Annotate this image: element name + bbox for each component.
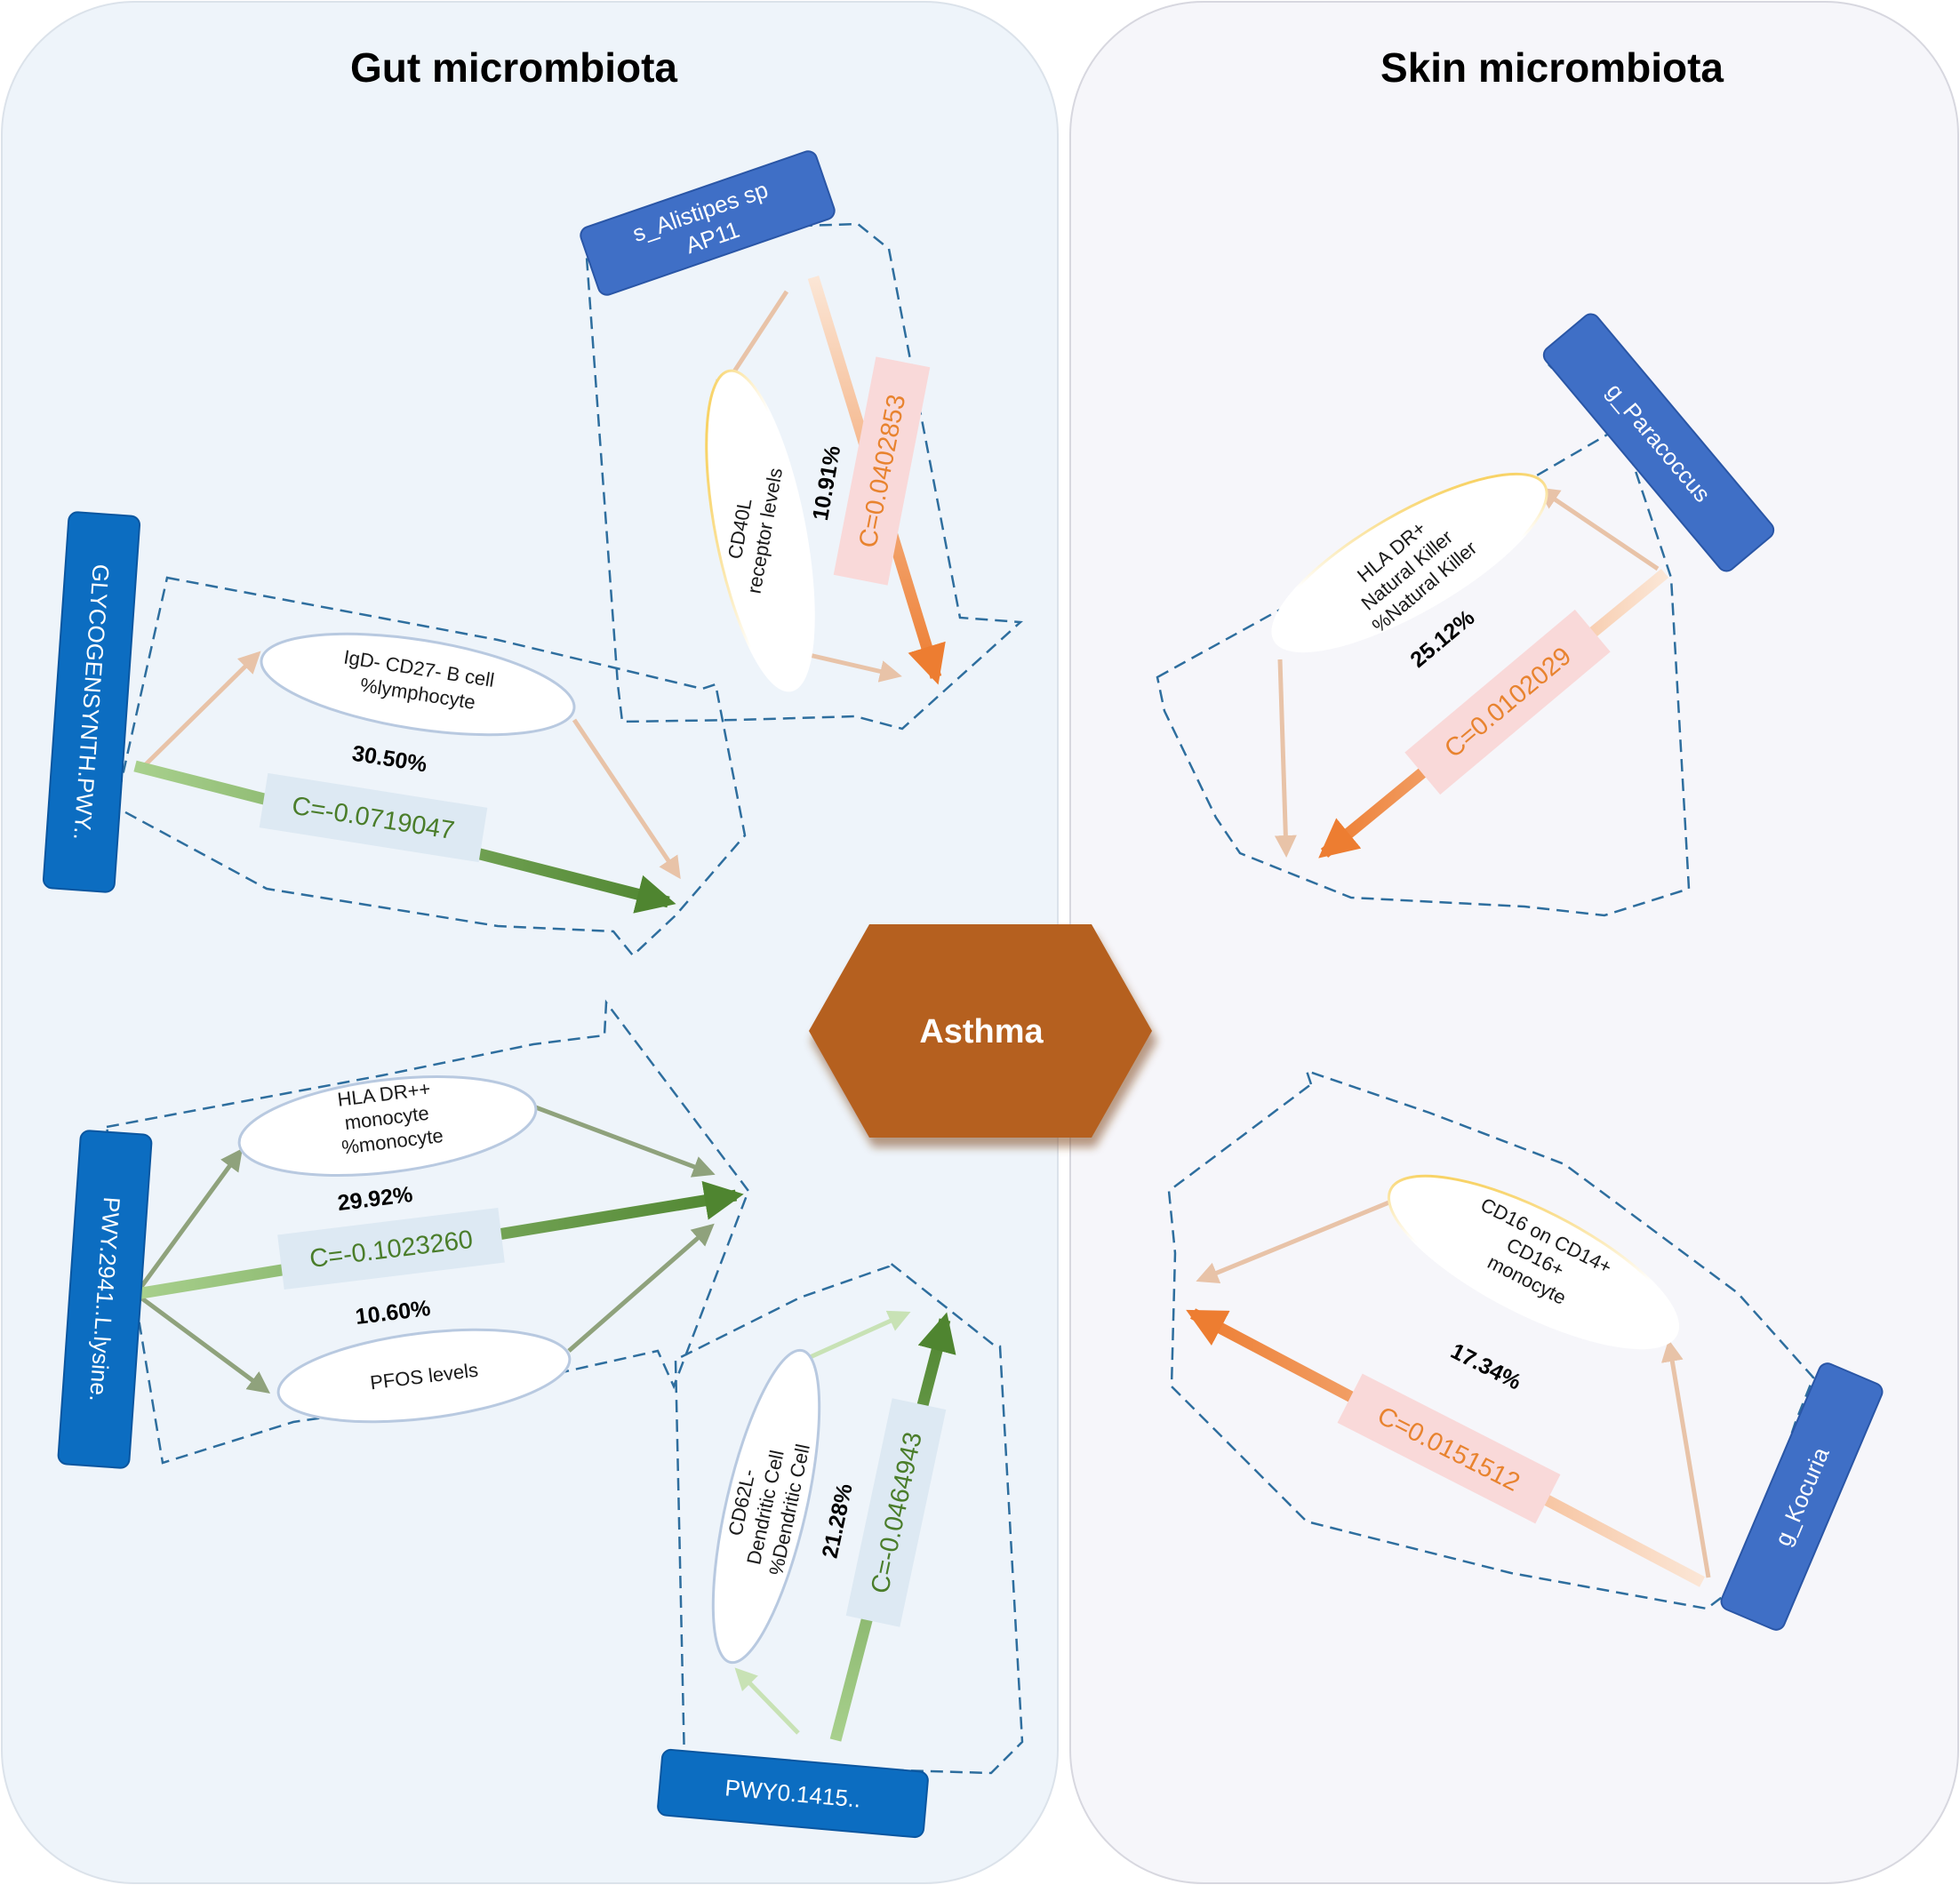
glycogen-mediator-ellipse <box>260 632 576 737</box>
module-kocuria: CD16 on CD14+ CD16+ monocyte 17.34% C=0.… <box>1167 1069 1884 1631</box>
pwy1415-frame <box>674 1259 1024 1775</box>
glycogen-path-a <box>142 651 261 768</box>
lysine-path-c <box>134 1291 271 1394</box>
lysine-source-box <box>57 1130 153 1469</box>
alistipes-mediator-ellipse <box>705 369 815 692</box>
skin-title: Skin micrombiota <box>1380 44 1724 91</box>
alistipes-source-box <box>580 150 836 296</box>
kocuria-path-a <box>1196 1199 1392 1283</box>
module-lysine: HLA DR++ monocyte %monocyte PFOS levels … <box>57 999 750 1469</box>
lysine-mediator1-ellipse <box>237 1074 538 1178</box>
paracoccus-path-b <box>1274 659 1297 858</box>
alistipes-coef-box <box>833 356 931 586</box>
paracoccus-path-a <box>1536 487 1660 571</box>
kocuria-path-b <box>1660 1339 1711 1578</box>
lysine-path-a <box>133 1147 243 1296</box>
module-glycogen: IgD- CD27- B cell %lymphocyte 30.50% C=-… <box>42 511 747 957</box>
alistipes-frame <box>583 222 1024 731</box>
lysine-path-b <box>532 1104 716 1178</box>
lysine-frame <box>105 999 750 1465</box>
lysine-mediator2-ellipse <box>276 1328 572 1424</box>
asthma-label: Asthma <box>919 1013 1044 1050</box>
paracoccus-source-box <box>1542 313 1775 572</box>
gut-title: Gut micrombiota <box>350 44 677 91</box>
asthma-hexagon <box>809 924 1152 1138</box>
glycogen-frame <box>114 576 747 957</box>
kocuria-coef-box <box>1337 1373 1561 1524</box>
asthma-node: Asthma <box>809 924 1157 1147</box>
module-alistipes: CD40L receptor levels 10.91% C=0.0402853… <box>580 150 1024 731</box>
lysine-coef-box <box>277 1207 505 1290</box>
kocuria-source-box <box>1720 1362 1884 1631</box>
glycogen-path-b <box>572 718 681 880</box>
paracoccus-coef-box <box>1404 609 1611 795</box>
lysine-path-d <box>567 1223 715 1353</box>
pwy1415-source-box <box>657 1748 929 1839</box>
skin-panel <box>1069 1 1959 1884</box>
glycogen-coef-box <box>259 772 488 863</box>
kocuria-mediator-ellipse <box>1387 1174 1680 1350</box>
kocuria-frame <box>1167 1069 1815 1610</box>
paracoccus-mediator-ellipse <box>1271 472 1548 653</box>
pwy1415-mediator-ellipse <box>711 1348 821 1665</box>
pwy1415-path-b <box>734 1667 800 1735</box>
svg-text:HLA DR++ monocyte: HLA DR++ monocyte %monocyte <box>334 1076 444 1158</box>
module-pwy1415: CD62L- Dendritic Cell %Dendritic Cell 21… <box>657 1259 1024 1839</box>
glycogen-source-box <box>42 511 141 893</box>
pwy1415-coef-box <box>845 1398 947 1627</box>
